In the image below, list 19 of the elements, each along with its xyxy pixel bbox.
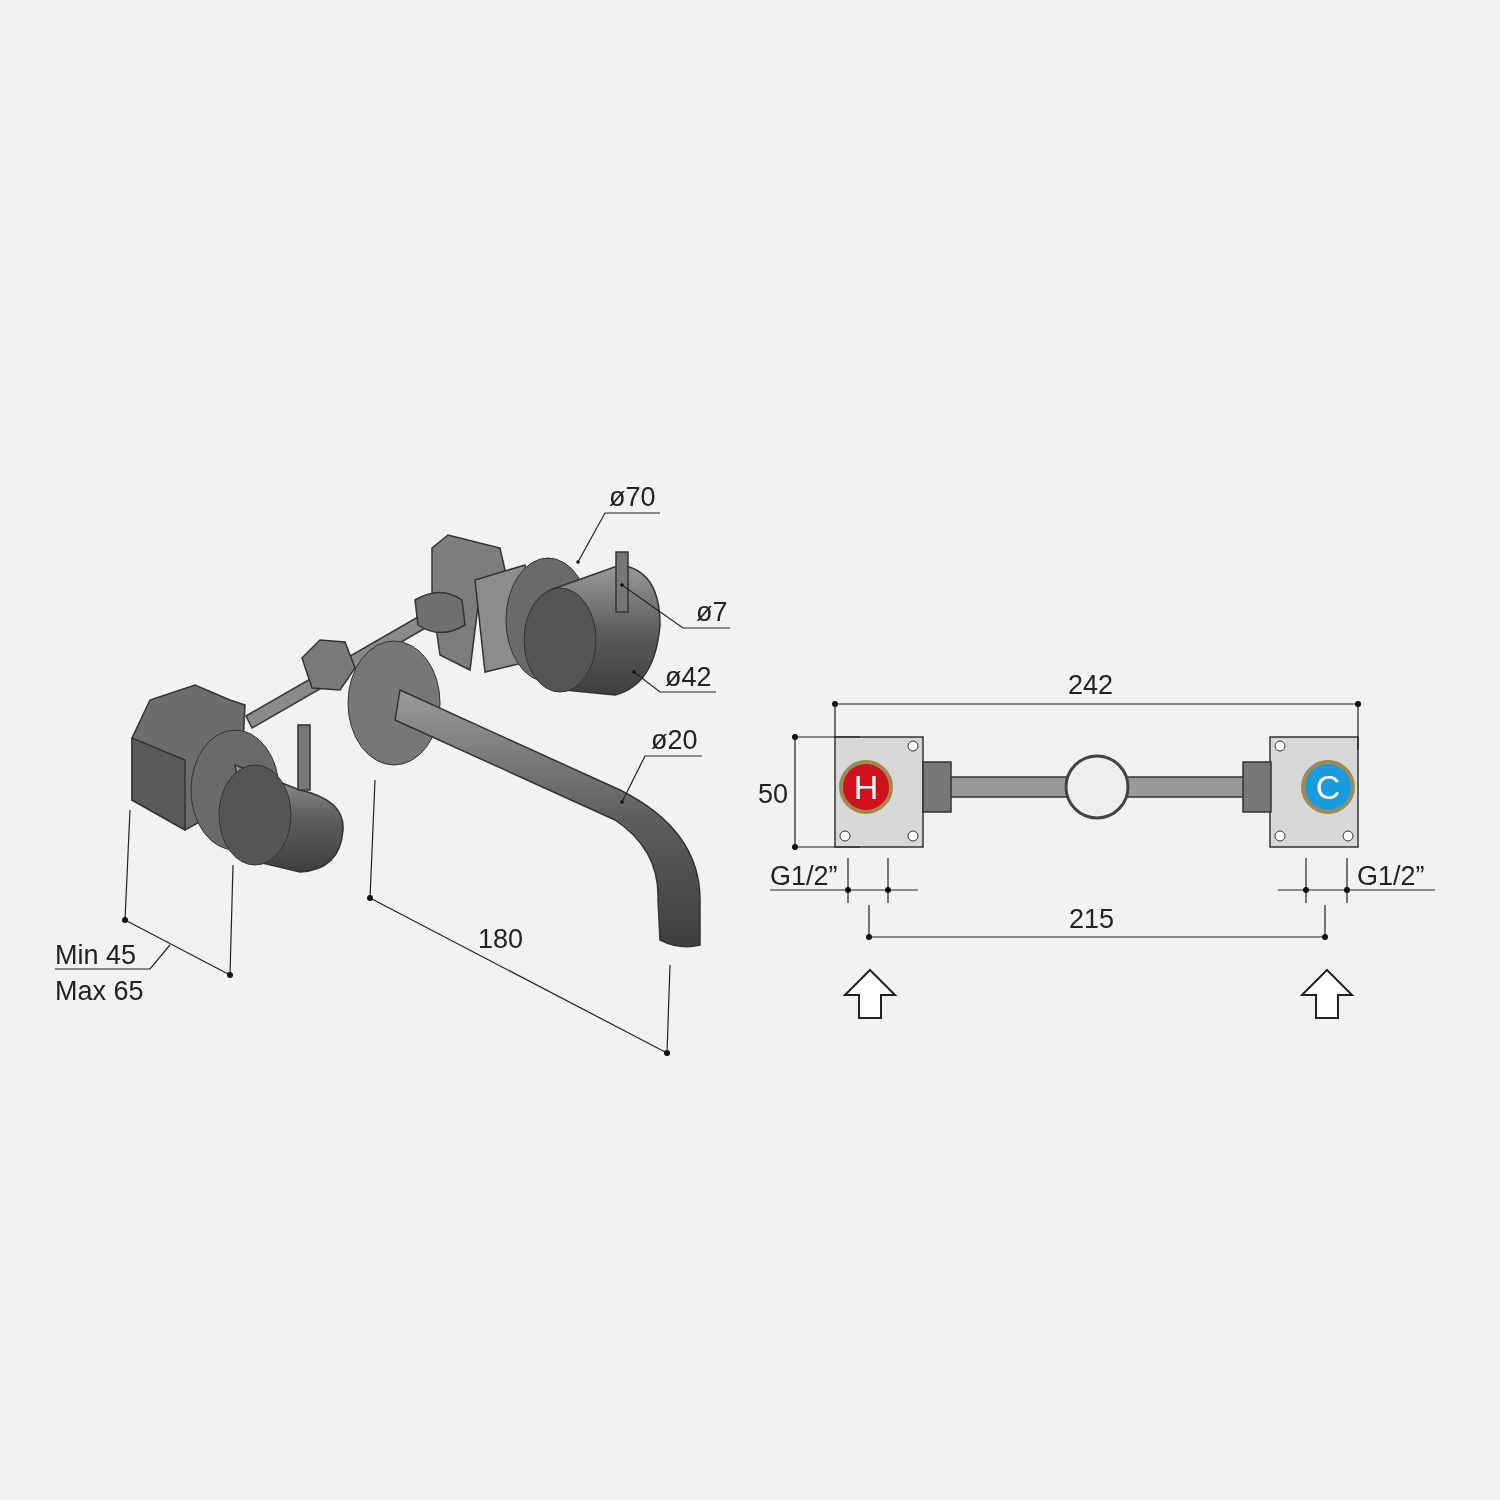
dimension-label: ø7	[696, 597, 728, 627]
dimension-label: ø42	[665, 662, 712, 692]
dimension-label: 215	[1069, 904, 1115, 934]
leader-line	[632, 670, 717, 693]
leader-line	[576, 512, 661, 564]
dimension-label: ø70	[609, 482, 656, 512]
leader-line	[769, 889, 848, 891]
leader-line	[54, 944, 171, 970]
leader-line	[620, 583, 731, 629]
leader-line	[1349, 889, 1436, 891]
dimension-label: 180	[478, 924, 524, 954]
dimension-label: 242	[1068, 670, 1114, 700]
dimension-label: ø20	[651, 725, 698, 755]
dimension-label: G1/2”	[1357, 861, 1425, 891]
dimension-label: Min 45	[55, 939, 137, 972]
dimension-label: 50	[758, 779, 789, 809]
dimension-label: Max 65	[55, 975, 144, 1008]
dimension-label: G1/2”	[770, 861, 838, 891]
leader-line	[620, 755, 703, 804]
